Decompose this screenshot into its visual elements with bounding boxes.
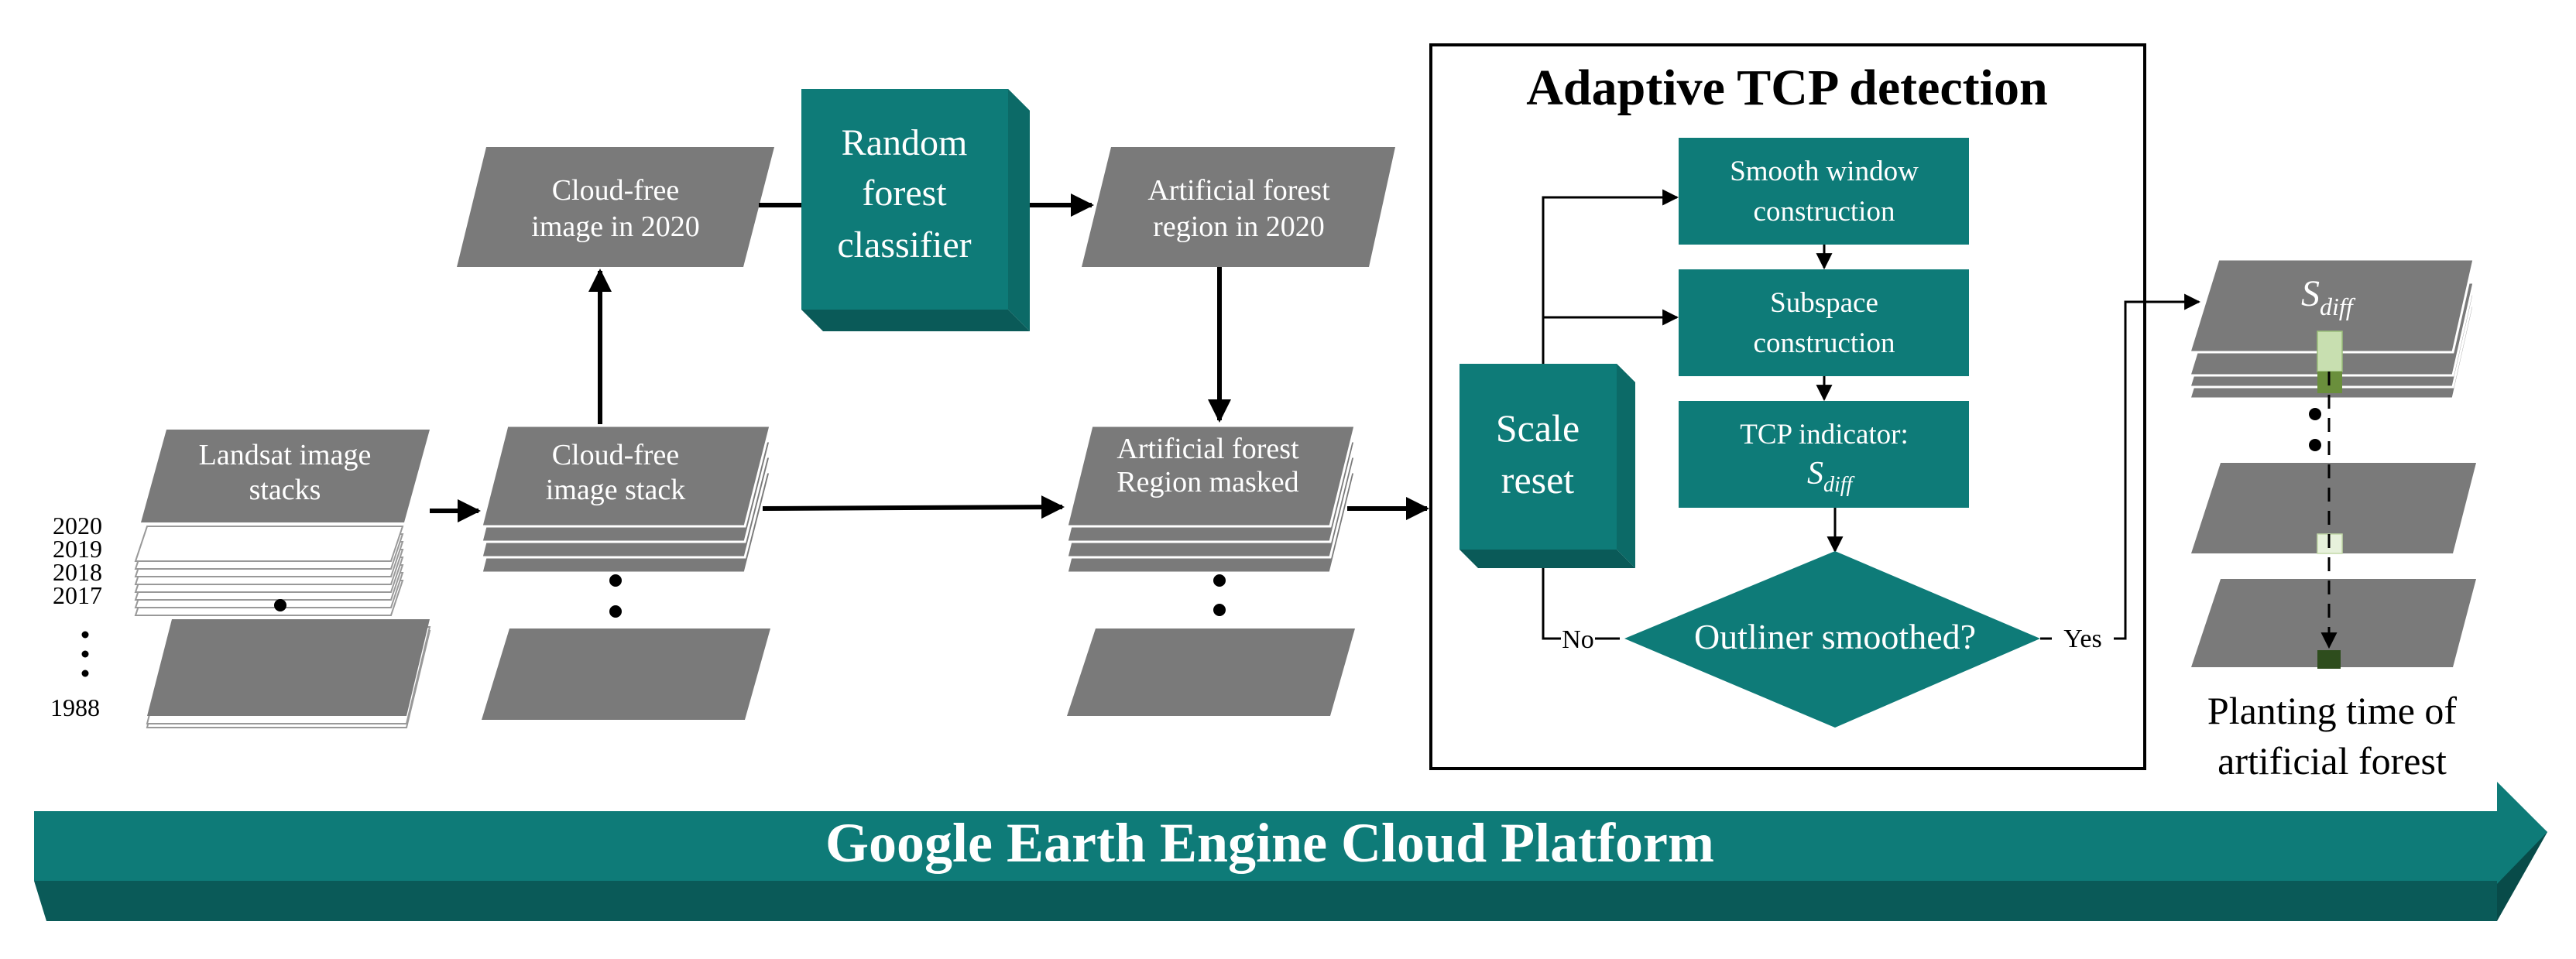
random-forest-line1: Random	[842, 122, 968, 163]
year-label-2019: 2019	[53, 535, 102, 563]
platform-arrow: Google Earth Engine Cloud Platform	[34, 782, 2547, 921]
forest-masked-line1: Artificial forest	[1116, 433, 1299, 465]
yes-label: Yes	[2063, 625, 2101, 653]
forest-2020-line1: Artificial forest	[1147, 174, 1330, 207]
cloud-free-2020-line2: image in 2020	[531, 211, 699, 243]
cloud-free-stack-line1: Cloud-free	[552, 439, 680, 471]
tcp-panel: Adaptive TCP detection Smooth window con…	[1429, 43, 2146, 770]
loop-connectors	[1542, 189, 1679, 640]
subspace-box: Subspace construction	[1679, 269, 1969, 376]
landsat-title-line1: Landsat image	[199, 439, 372, 471]
forest-masked-line2: Region masked	[1116, 466, 1298, 498]
landsat-stack-layers	[134, 430, 430, 616]
smooth-window-line1: Smooth window	[1730, 156, 1919, 187]
decision-label: Outliner smoothed?	[1694, 617, 1976, 656]
platform-label: Google Earth Engine Cloud Platform	[825, 812, 1714, 874]
yes-connector	[2040, 293, 2201, 640]
tcp-indicator-line1: TCP indicator:	[1740, 419, 1909, 450]
scale-reset-line2: reset	[1501, 458, 1574, 502]
cloud-free-2020: Cloud-free image in 2020	[457, 147, 774, 267]
random-forest-line3: classifier	[837, 224, 971, 265]
random-forest-classifier: Random forest classifier	[801, 89, 1030, 331]
cloud-free-2020-line1: Cloud-free	[552, 174, 680, 207]
year-label-2018: 2018	[53, 558, 102, 586]
landsat-bottom-stack	[146, 619, 431, 728]
cloud-free-stack-bottom	[482, 628, 770, 720]
forest-2020-line2: region in 2020	[1153, 211, 1325, 243]
landsat-top-image	[141, 430, 430, 522]
subspace-line2: construction	[1754, 327, 1895, 359]
landsat-title-line2: stacks	[249, 474, 321, 506]
year-label-1988: 1988	[50, 694, 100, 721]
output-stack: Sdiff Planting time of artificial forest	[2187, 258, 2476, 783]
subspace-line1: Subspace	[1770, 287, 1878, 319]
landsat-stack: Landsat image stacks 2020 2019 2018 2017…	[50, 430, 431, 728]
output-middle-image	[2191, 463, 2476, 553]
scale-reset-line1: Scale	[1496, 406, 1580, 450]
cloud-free-stack-line2: image stack	[546, 474, 685, 506]
scale-reset-box: Scale reset	[1460, 364, 1635, 568]
tcp-indicator-symbol: Sdiff	[1807, 456, 1855, 497]
output-caption-line1: Planting time of	[2207, 689, 2458, 732]
main-flow-arrows	[430, 194, 1429, 522]
outliner-decision: Outliner smoothed?	[1624, 551, 2040, 728]
smooth-window-box: Smooth window construction	[1679, 138, 1969, 245]
output-bottom-pixel	[2317, 650, 2341, 669]
tcp-indicator-box: TCP indicator: Sdiff	[1679, 401, 1969, 508]
year-ellipsis	[81, 631, 89, 677]
forest-masked-bottom	[1067, 628, 1355, 716]
random-forest-line2: forest	[862, 173, 947, 214]
output-bottom-image	[2191, 579, 2476, 667]
internal-arrows	[1816, 245, 1844, 553]
year-label-2017: 2017	[53, 581, 102, 609]
year-label-2020: 2020	[53, 512, 102, 539]
smooth-window-line2: construction	[1754, 196, 1895, 228]
arrow-stack-to-masked	[762, 495, 1065, 519]
no-label: No	[1562, 625, 1594, 654]
cloud-free-stack: Cloud-free image stack	[480, 424, 772, 720]
output-symbol: Sdiff	[2301, 273, 2356, 320]
forest-region-2020: Artificial forest region in 2020	[1082, 147, 1395, 267]
output-caption-line2: artificial forest	[2218, 739, 2447, 783]
forest-region-masked: Artificial forest Region masked	[1065, 424, 1357, 716]
tcp-panel-title: Adaptive TCP detection	[1526, 60, 2047, 116]
